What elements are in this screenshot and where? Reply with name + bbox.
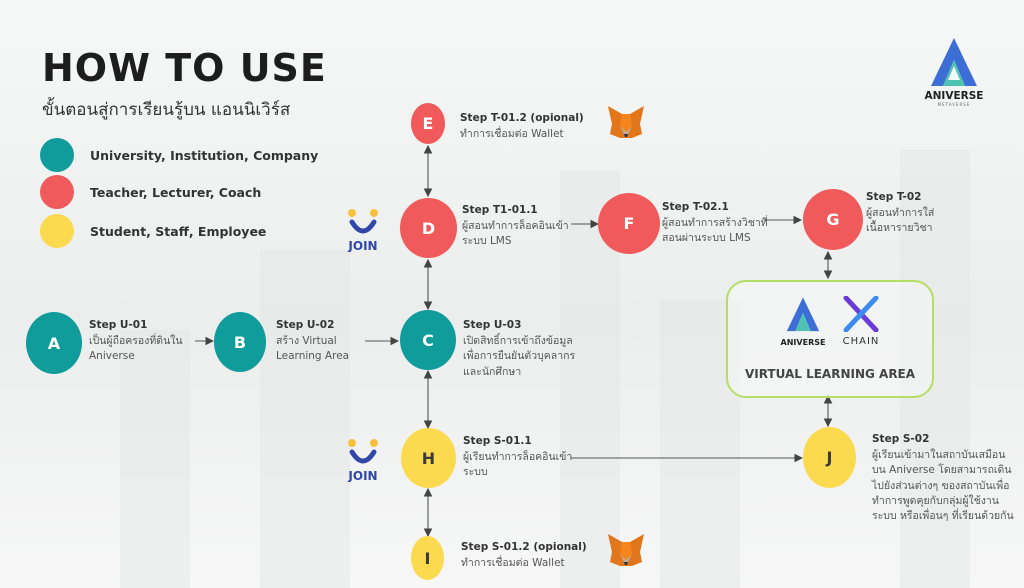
legend-item-university: University, Institution, Company <box>40 138 318 172</box>
node-d: D <box>400 198 457 258</box>
page-subtitle: ขั้นตอนสู่การเรียนรู้บน แอนนิเวิร์ส <box>42 100 291 120</box>
step-text: เปิดสิทธิ์การเข้าถึงข้อมูลเพื่อการยืนยัน… <box>463 335 576 378</box>
chain-logo: CHAIN <box>838 295 884 347</box>
aniverse-vla-logo: ANIVERSE <box>776 296 830 347</box>
metamask-fox-icon <box>606 104 646 140</box>
legend-label: University, Institution, Company <box>90 147 319 163</box>
step-title: Step U-02 <box>276 319 335 331</box>
node-label: G <box>826 210 840 229</box>
node-label: D <box>421 218 436 238</box>
metamask-fox-icon <box>606 532 646 568</box>
node-g: G <box>803 189 863 250</box>
node-label: C <box>422 330 434 350</box>
join-logo-icon: JOIN <box>347 439 378 483</box>
svg-text:JOIN: JOIN <box>347 239 377 252</box>
red-dot-icon <box>40 175 74 209</box>
step-title: Step T-02.1 <box>662 201 729 213</box>
page-title: HOW TO USE <box>42 46 327 90</box>
node-label: B <box>233 332 247 352</box>
step-text: ผู้สอนทำการสร้างวิชาที่สอนผ่านระบบ LMS <box>662 217 768 245</box>
chain-label: CHAIN <box>842 336 880 347</box>
legend-item-teacher: Teacher, Lecturer, Coach <box>40 175 261 209</box>
svg-text:JOIN: JOIN <box>347 469 377 482</box>
background-building <box>900 150 970 588</box>
join-logo: JOIN <box>344 438 382 483</box>
step-s012: Step S-01.2 (opional) ทำการเชื่อมต่อ Wal… <box>461 540 601 571</box>
aniverse-logo-icon <box>931 38 977 86</box>
step-text: ผู้สอนทำการใส่เนื้อหารายวิชา <box>866 207 935 235</box>
node-i: I <box>411 536 444 580</box>
node-h: H <box>401 428 456 488</box>
step-title: Step T-01.2 (opional) <box>460 112 584 124</box>
node-label: I <box>424 548 431 568</box>
step-title: Step T-02 <box>866 191 922 203</box>
step-title: Step S-02 <box>872 433 930 445</box>
node-c: C <box>400 310 456 370</box>
step-t012: Step T-01.2 (opional) ทำการเชื่อมต่อ Wal… <box>460 111 600 142</box>
step-u03: Step U-03 เปิดสิทธิ์การเข้าถึงข้อมูลเพื่… <box>463 318 579 380</box>
step-text: ทำการเชื่อมต่อ Wallet <box>461 557 565 570</box>
node-e: E <box>411 103 445 144</box>
background-building <box>260 250 350 588</box>
step-t011: Step T1-01.1 ผู้สอนทำการล็อคอินเข้าระบบ … <box>462 203 574 250</box>
node-label: H <box>421 448 436 468</box>
step-s02: Step S-02 ผู้เรียนเข้ามาในสถาบันเสมือนบน… <box>872 432 1014 524</box>
step-title: Step U-01 <box>89 319 148 331</box>
node-a: A <box>26 312 82 374</box>
step-text: ทำการเชื่อมต่อ Wallet <box>460 128 564 141</box>
step-text: สร้าง Virtual Learning Area <box>276 335 350 363</box>
background-building <box>120 330 190 588</box>
join-logo: JOIN <box>344 208 382 253</box>
step-text: ผู้สอนทำการล็อคอินเข้าระบบ LMS <box>462 220 569 248</box>
step-title: Step S-01.1 <box>463 435 532 447</box>
virtual-learning-area-label: VIRTUAL LEARNING AREA <box>744 367 916 381</box>
step-title: Step T1-01.1 <box>462 204 538 216</box>
step-text: ผู้เรียนเข้ามาในสถาบันเสมือนบน Aniverse … <box>872 449 1014 523</box>
step-title: Step U-03 <box>463 319 522 331</box>
node-j: J <box>803 427 856 488</box>
virtual-learning-area-box <box>726 280 934 398</box>
node-label: E <box>422 114 434 133</box>
node-label: J <box>826 448 833 467</box>
step-t02: Step T-02 ผู้สอนทำการใส่เนื้อหารายวิชา <box>866 190 958 237</box>
brand-tagline: METAVERSE <box>937 102 971 107</box>
x-chain-icon <box>843 295 879 333</box>
step-s011: Step S-01.1 ผู้เรียนทำการล็อคอินเข้าระบบ <box>463 434 573 481</box>
node-label: A <box>47 333 61 353</box>
node-b: B <box>214 312 266 372</box>
yellow-dot-icon <box>40 214 74 248</box>
aniverse-label: ANIVERSE <box>780 338 826 347</box>
aniverse-logo-icon <box>786 297 820 332</box>
legend-label: Student, Staff, Employee <box>90 223 267 239</box>
step-title: Step S-01.2 (opional) <box>461 541 587 553</box>
legend-item-student: Student, Staff, Employee <box>40 214 266 248</box>
step-text: เป็นผู้ถือครองที่ดินใน Aniverse <box>89 335 183 363</box>
legend-label: Teacher, Lecturer, Coach <box>90 184 262 200</box>
step-t021: Step T-02.1 ผู้สอนทำการสร้างวิชาที่สอนผ่… <box>662 200 772 247</box>
aniverse-logo: ANIVERSE METAVERSE <box>921 36 987 107</box>
step-u01: Step U-01 เป็นผู้ถือครองที่ดินใน Anivers… <box>89 318 199 365</box>
step-u02: Step U-02 สร้าง Virtual Learning Area <box>276 318 376 365</box>
join-logo-icon: JOIN <box>347 209 378 253</box>
node-label: F <box>623 214 635 233</box>
step-text: ผู้เรียนทำการล็อคอินเข้าระบบ <box>463 451 573 479</box>
teal-dot-icon <box>40 138 74 172</box>
brand-name: ANIVERSE <box>924 90 984 102</box>
node-f: F <box>598 193 660 254</box>
